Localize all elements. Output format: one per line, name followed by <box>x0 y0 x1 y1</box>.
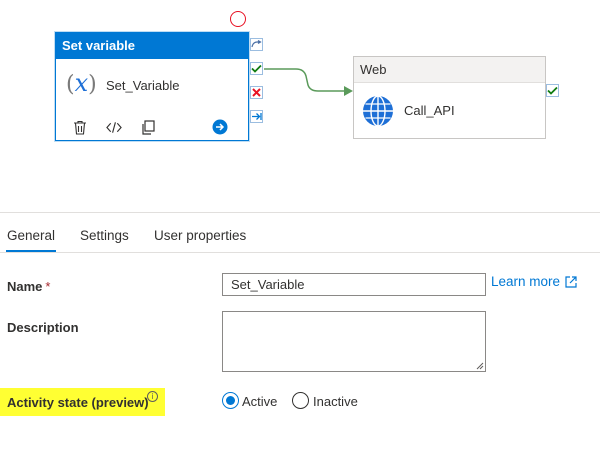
arrow-right-circle-icon[interactable] <box>212 119 228 135</box>
activity-name: Call_API <box>404 103 455 118</box>
learn-more-link[interactable]: Learn more <box>491 274 577 291</box>
active-tab-indicator <box>6 250 56 252</box>
activity-type-label: Web <box>354 57 545 83</box>
failure-x-icon[interactable] <box>250 86 263 99</box>
required-mark: * <box>45 279 51 294</box>
activity-type-label: Set variable <box>56 33 248 59</box>
web-activity[interactable]: Web Call_API <box>353 56 546 139</box>
external-link-icon <box>565 276 577 291</box>
name-label: Name* <box>7 279 51 294</box>
info-icon[interactable]: i <box>147 391 158 402</box>
resize-grip-icon[interactable] <box>476 362 484 370</box>
activity-name: Set_Variable <box>106 78 180 93</box>
breakpoint-circle-icon[interactable] <box>230 11 246 27</box>
properties-tabs: General Settings User properties <box>0 213 600 253</box>
delete-icon[interactable] <box>72 119 88 135</box>
learn-more-label: Learn more <box>491 274 561 289</box>
success-check-icon[interactable] <box>546 84 559 97</box>
radio-inactive[interactable] <box>292 392 309 409</box>
success-connector <box>264 68 353 96</box>
tab-general[interactable]: General <box>7 228 56 243</box>
globe-icon <box>362 95 394 127</box>
radio-active-label[interactable]: Active <box>242 394 278 409</box>
success-check-icon[interactable] <box>250 62 263 75</box>
radio-inactive-label[interactable]: Inactive <box>313 394 358 409</box>
code-icon[interactable] <box>106 119 122 135</box>
tab-settings[interactable]: Settings <box>80 228 129 243</box>
activity-toolbar <box>56 113 248 141</box>
description-label: Description <box>7 320 79 335</box>
description-textarea[interactable] <box>222 311 486 372</box>
copy-icon[interactable] <box>140 119 156 135</box>
skip-icon[interactable] <box>250 38 263 51</box>
highlight-mark <box>0 388 165 416</box>
completion-arrow-icon[interactable] <box>250 110 263 123</box>
pipeline-canvas[interactable]: Set variable (x) Set_Variable <box>0 0 600 212</box>
name-input[interactable] <box>222 273 486 296</box>
activity-state-label: Activity state (preview) <box>7 395 149 410</box>
tab-user-properties[interactable]: User properties <box>154 228 247 243</box>
panel-divider <box>0 212 600 213</box>
set-variable-activity[interactable]: Set variable (x) Set_Variable <box>55 32 249 141</box>
radio-active[interactable] <box>222 392 239 409</box>
variable-fx-icon: (x) <box>66 69 97 97</box>
